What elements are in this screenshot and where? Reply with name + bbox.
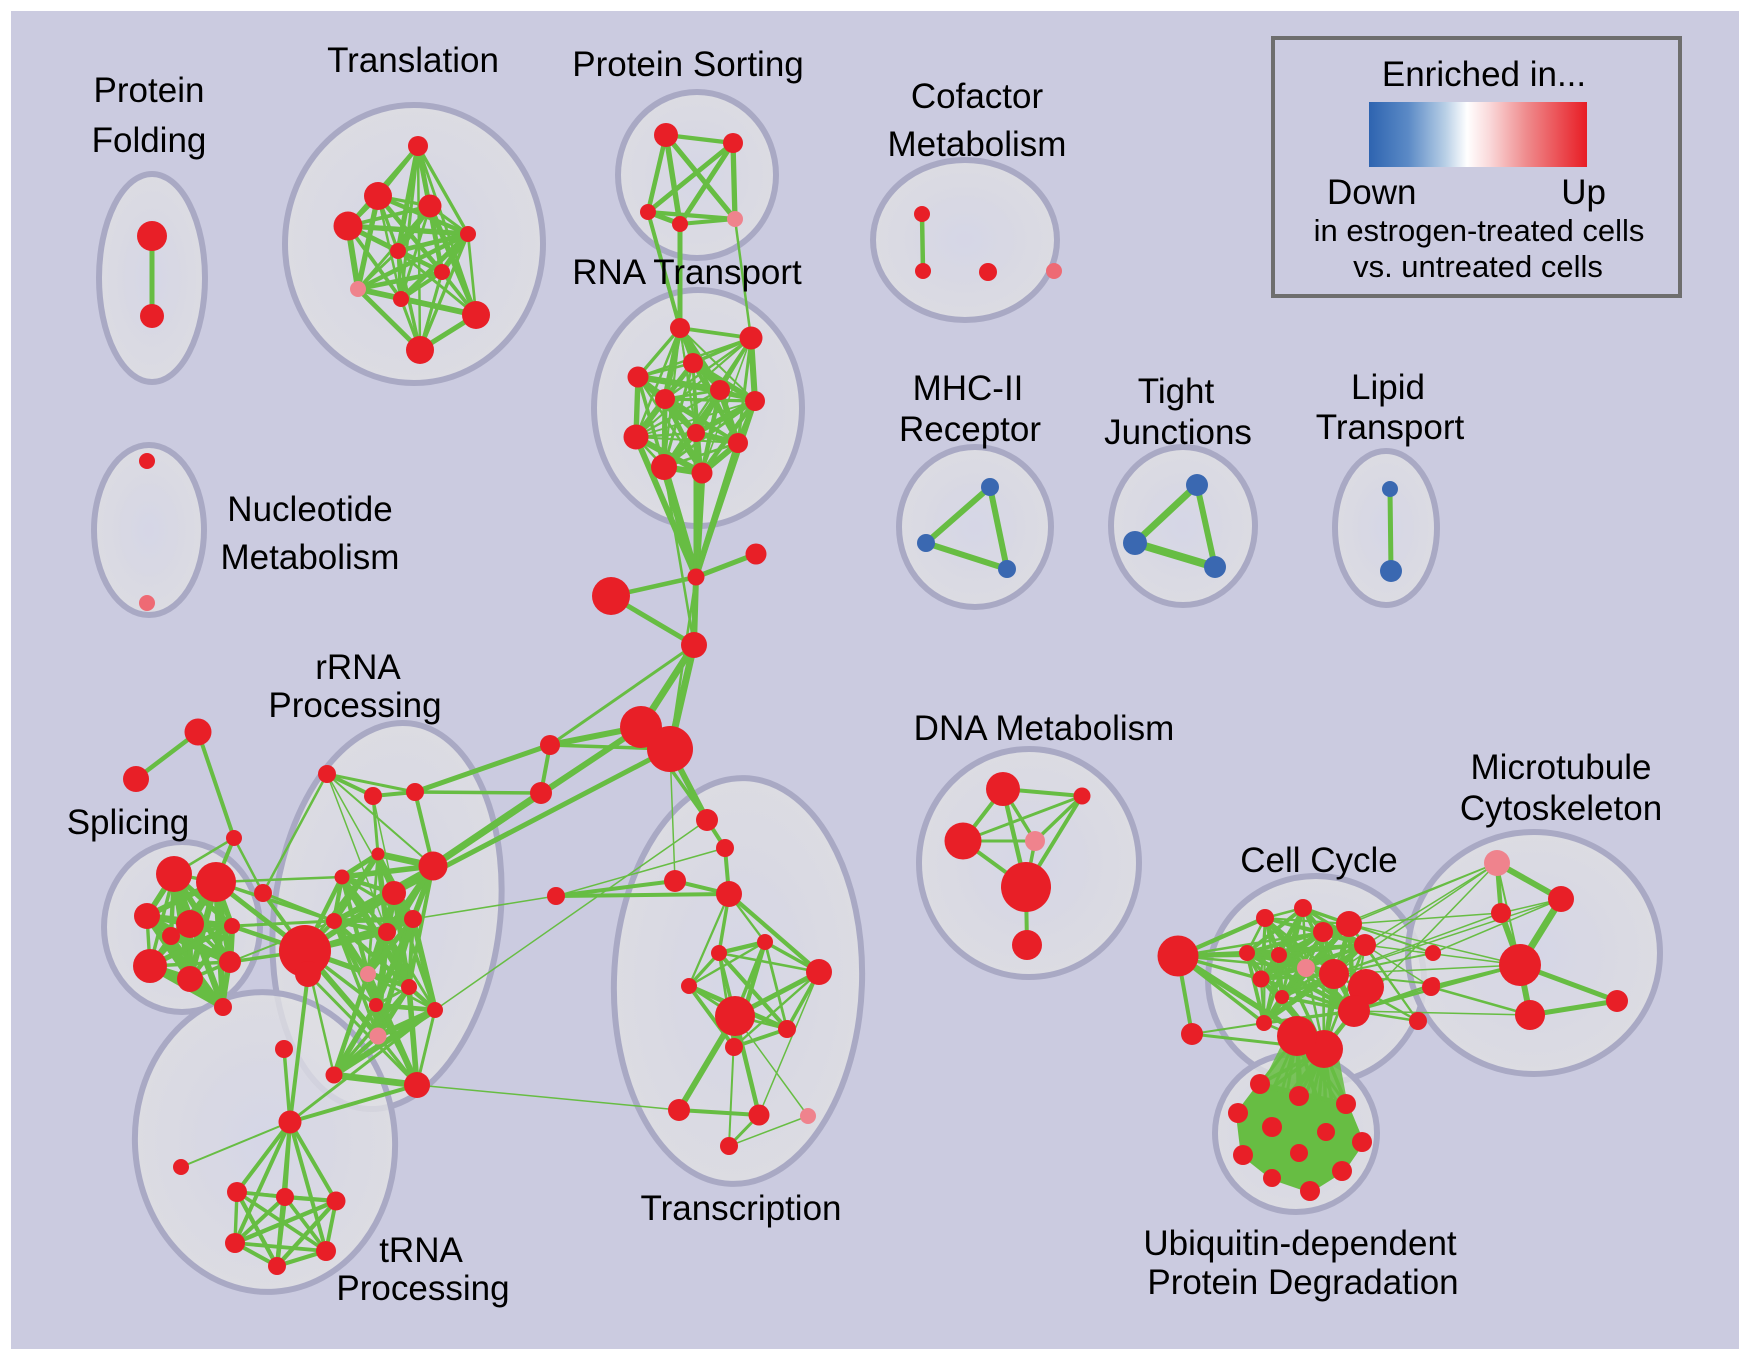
svg-text:Up: Up bbox=[1561, 173, 1606, 212]
svg-text:RNA Transport: RNA Transport bbox=[572, 253, 802, 292]
svg-text:Protein Degradation: Protein Degradation bbox=[1147, 1263, 1458, 1302]
svg-text:rRNA: rRNA bbox=[315, 648, 401, 687]
svg-text:Lipid: Lipid bbox=[1351, 368, 1425, 407]
svg-text:Processing: Processing bbox=[336, 1269, 509, 1308]
svg-text:Enriched in...: Enriched in... bbox=[1382, 55, 1586, 94]
svg-text:Metabolism: Metabolism bbox=[888, 125, 1067, 164]
svg-text:Splicing: Splicing bbox=[67, 803, 190, 842]
svg-text:MHC-II: MHC-II bbox=[913, 369, 1024, 408]
svg-text:Protein: Protein bbox=[94, 71, 205, 110]
svg-text:DNA Metabolism: DNA Metabolism bbox=[914, 709, 1175, 748]
svg-text:Tight: Tight bbox=[1138, 372, 1215, 411]
svg-text:Junctions: Junctions bbox=[1104, 413, 1252, 452]
svg-text:tRNA: tRNA bbox=[379, 1231, 463, 1270]
svg-text:Transcription: Transcription bbox=[641, 1189, 842, 1228]
svg-text:Metabolism: Metabolism bbox=[221, 538, 400, 577]
svg-text:Cell Cycle: Cell Cycle bbox=[1240, 841, 1398, 880]
svg-text:Transport: Transport bbox=[1316, 408, 1465, 447]
svg-text:Ubiquitin-dependent: Ubiquitin-dependent bbox=[1143, 1224, 1457, 1263]
svg-text:Receptor: Receptor bbox=[899, 410, 1041, 449]
svg-text:Down: Down bbox=[1327, 173, 1416, 212]
svg-text:Protein Sorting: Protein Sorting bbox=[572, 45, 804, 84]
svg-text:in estrogen-treated cells: in estrogen-treated cells bbox=[1314, 213, 1645, 248]
svg-text:Nucleotide: Nucleotide bbox=[227, 490, 392, 529]
svg-text:Microtubule: Microtubule bbox=[1471, 748, 1652, 787]
svg-text:Processing: Processing bbox=[268, 686, 441, 725]
svg-text:Translation: Translation bbox=[327, 41, 499, 80]
svg-text:Cofactor: Cofactor bbox=[911, 77, 1044, 116]
svg-text:Folding: Folding bbox=[92, 121, 207, 160]
svg-text:vs. untreated cells: vs. untreated cells bbox=[1353, 249, 1603, 284]
svg-text:Cytoskeleton: Cytoskeleton bbox=[1460, 789, 1662, 828]
